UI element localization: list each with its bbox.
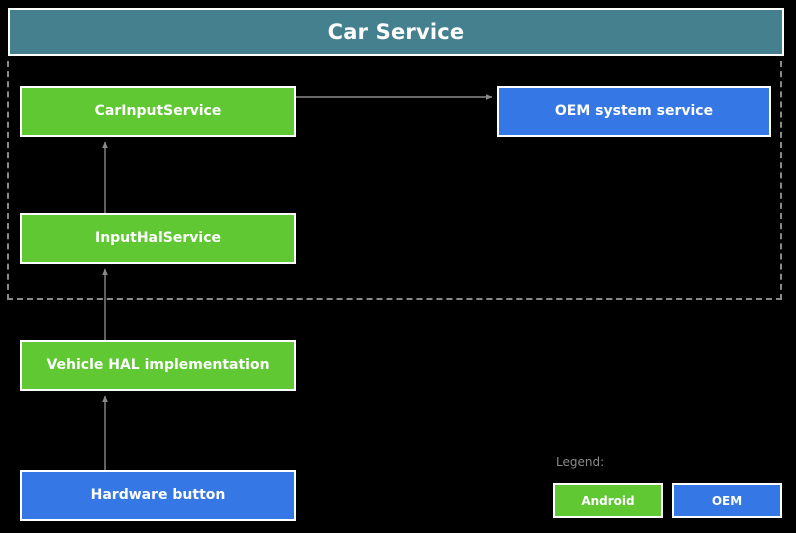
node-carinputservice[interactable]: CarInputService bbox=[20, 86, 296, 137]
node-carinputservice-label: CarInputService bbox=[94, 103, 222, 120]
node-inputhalservice[interactable]: InputHalService bbox=[20, 213, 296, 264]
legend-title: Legend: bbox=[556, 455, 605, 469]
node-oem-system-service-label: OEM system service bbox=[554, 103, 714, 120]
page-title: Car Service bbox=[327, 19, 465, 44]
legend-swatch-group: Android OEM bbox=[553, 483, 782, 518]
car-service-boundary-bottom-edge bbox=[7, 298, 782, 300]
node-vehicle-hal-implementation-label: Vehicle HAL implementation bbox=[46, 357, 270, 374]
car-service-header: Car Service bbox=[8, 8, 784, 56]
legend-item-android-label: Android bbox=[581, 493, 635, 508]
node-oem-system-service[interactable]: OEM system service bbox=[497, 86, 771, 137]
node-inputhalservice-label: InputHalService bbox=[94, 230, 222, 247]
legend-item-android: Android bbox=[553, 483, 663, 518]
legend-item-oem: OEM bbox=[672, 483, 782, 518]
node-vehicle-hal-implementation[interactable]: Vehicle HAL implementation bbox=[20, 340, 296, 391]
node-hardware-button[interactable]: Hardware button bbox=[20, 470, 296, 521]
node-hardware-button-label: Hardware button bbox=[90, 487, 226, 504]
legend: Legend: Android OEM bbox=[553, 452, 783, 524]
legend-item-oem-label: OEM bbox=[711, 493, 743, 508]
